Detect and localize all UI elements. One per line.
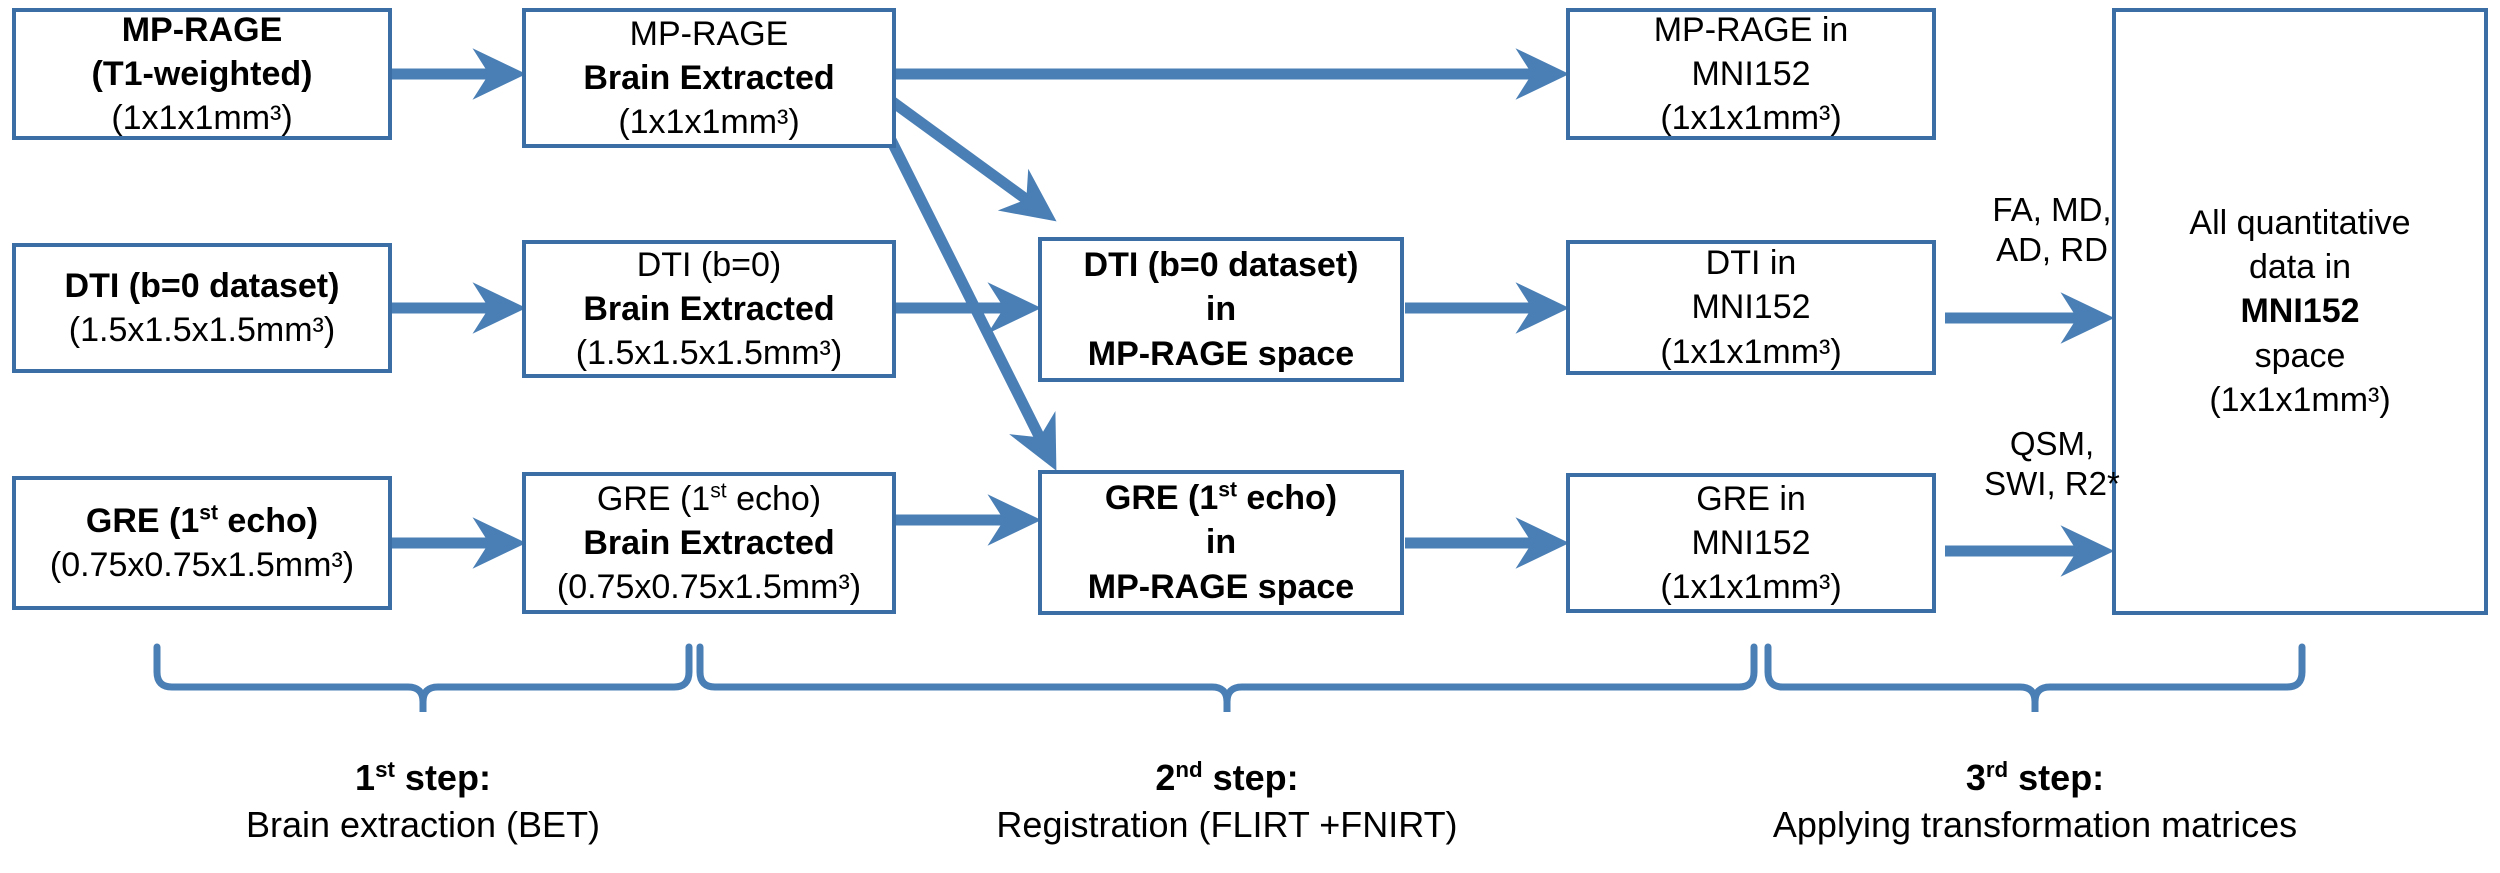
node-gre-bet[interactable]: GRE (1st echo) Brain Extracted (0.75x0.7… — [522, 472, 896, 614]
node-line: space — [2254, 336, 2346, 375]
node-line: GRE (1st echo) — [596, 479, 822, 518]
node-line: (0.75x0.75x1.5mm³) — [49, 546, 355, 584]
arrow-label-line: FA, MD, — [1992, 191, 2112, 228]
node-line: in — [1205, 290, 1237, 329]
node-dti-bet[interactable]: DTI (b=0) Brain Extracted (1.5x1.5x1.5mm… — [522, 240, 896, 378]
node-all-quantitative-mni[interactable]: All quantitative data in MNI152 space (1… — [2112, 8, 2488, 615]
step-title: 1st step: — [355, 757, 491, 798]
step-subtitle: Registration (FLIRT +FNIRT) — [996, 803, 1458, 845]
node-gre-mprage-space[interactable]: GRE (1st echo) in MP-RAGE space — [1038, 470, 1404, 615]
node-line: data in — [2248, 248, 2352, 287]
step-label-3: 3rd step: Applying transformation matric… — [1675, 755, 2395, 849]
node-line: MNI152 — [2240, 292, 2360, 331]
node-line: (1x1x1mm³) — [2209, 380, 2391, 419]
node-line: DTI (b=0 dataset) — [64, 266, 340, 305]
node-line: DTI in — [1705, 244, 1797, 283]
node-line: Brain Extracted — [583, 289, 835, 328]
step-subtitle: Brain extraction (BET) — [245, 803, 601, 845]
node-dti-mprage-space[interactable]: DTI (b=0 dataset) in MP-RAGE space — [1038, 237, 1404, 382]
arrow-label-line: SWI, R2* — [1984, 465, 2120, 503]
arrow-label-dti-metrics: FA, MD, AD, RD — [1952, 190, 2152, 271]
node-line: MP-RAGE — [121, 10, 283, 49]
arrow-mprage-bet-to-gre-space — [885, 135, 1057, 471]
brace-step-1 — [153, 643, 693, 712]
node-line: All quantitative — [2189, 204, 2411, 243]
brace-step-3 — [1764, 643, 2306, 712]
arrow-label-gre-metrics: QSM, SWI, R2* — [1946, 424, 2158, 505]
node-line: MP-RAGE in — [1653, 10, 1849, 49]
node-line: MNI152 — [1691, 54, 1811, 93]
arrow-label-line: QSM, — [2009, 425, 2095, 462]
node-line: Brain Extracted — [583, 58, 835, 97]
node-line: MP-RAGE — [629, 14, 789, 53]
node-gre-mni[interactable]: GRE in MNI152 (1x1x1mm³) — [1566, 473, 1936, 613]
step-subtitle: Applying transformation matrices — [1772, 803, 2298, 845]
node-line: (0.75x0.75x1.5mm³) — [556, 568, 862, 607]
node-line: (1.5x1.5x1.5mm³) — [575, 334, 843, 373]
node-line: DTI (b=0 dataset) — [1083, 246, 1359, 285]
step-label-1: 1st step: Brain extraction (BET) — [173, 755, 673, 849]
node-gre-raw[interactable]: GRE (1st echo) (0.75x0.75x1.5mm³) — [12, 476, 392, 610]
node-mprage-bet[interactable]: MP-RAGE Brain Extracted (1x1x1mm³) — [522, 8, 896, 148]
brace-step-2 — [696, 643, 1758, 712]
node-line: MP-RAGE space — [1087, 567, 1355, 606]
arrow-mprage-bet-to-dti-space — [886, 95, 1057, 222]
step-title: 3rd step: — [1965, 757, 2105, 798]
node-line: GRE in — [1696, 479, 1806, 518]
node-line: (1x1x1mm³) — [111, 99, 293, 138]
node-line: (1x1x1mm³) — [1660, 568, 1842, 607]
node-line: (1x1x1mm³) — [1660, 332, 1842, 371]
step-label-2: 2nd step: Registration (FLIRT +FNIRT) — [927, 755, 1527, 849]
node-line: in — [1205, 523, 1237, 562]
step-title: 2nd step: — [1155, 757, 1299, 798]
node-dti-mni[interactable]: DTI in MNI152 (1x1x1mm³) — [1566, 240, 1936, 375]
node-line: (1.5x1.5x1.5mm³) — [68, 311, 336, 349]
node-mprage-raw[interactable]: MP-RAGE (T1-weighted) (1x1x1mm³) — [12, 8, 392, 140]
node-line: GRE (1st echo) — [1104, 478, 1338, 518]
node-line: (1x1x1mm³) — [618, 103, 800, 142]
node-mprage-mni[interactable]: MP-RAGE in MNI152 (1x1x1mm³) — [1566, 8, 1936, 140]
node-line: MP-RAGE space — [1087, 334, 1355, 373]
node-line: (1x1x1mm³) — [1660, 99, 1842, 138]
node-line: MNI152 — [1691, 523, 1811, 562]
node-line: DTI (b=0) — [636, 245, 782, 284]
node-line: Brain Extracted — [583, 523, 835, 562]
node-line: (T1-weighted) — [91, 54, 313, 93]
node-line: GRE (1st echo) — [85, 501, 319, 540]
node-line: MNI152 — [1691, 288, 1811, 327]
arrow-label-line: AD, RD — [1996, 231, 2108, 269]
node-dti-raw[interactable]: DTI (b=0 dataset) (1.5x1.5x1.5mm³) — [12, 243, 392, 373]
